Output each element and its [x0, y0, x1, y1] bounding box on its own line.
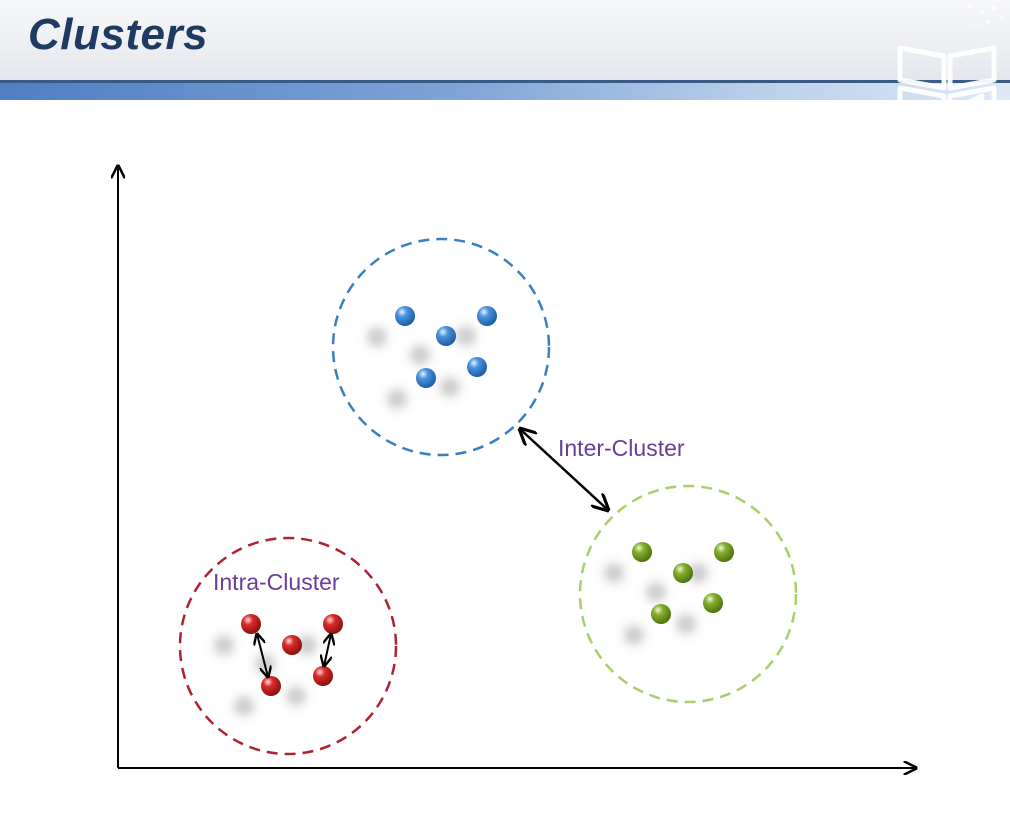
- cluster-red: [178, 536, 398, 756]
- data-point: [703, 593, 723, 613]
- slide-header: Clusters: [0, 0, 1010, 80]
- intra-cluster-label: Intra-Cluster: [213, 569, 340, 595]
- data-point: [673, 563, 693, 583]
- page-title: Clusters: [28, 10, 209, 59]
- header-divider: [0, 80, 1010, 83]
- point-shadows: [367, 326, 476, 409]
- intra-cluster-arrow: [257, 634, 268, 677]
- axes: [118, 166, 916, 768]
- cluster-green: [578, 484, 798, 704]
- cluster-boundary-red: [178, 536, 398, 756]
- data-point: [261, 676, 281, 696]
- data-point: [651, 604, 671, 624]
- data-point: [416, 368, 436, 388]
- data-point: [714, 542, 734, 562]
- inter-cluster-arrow: [520, 429, 608, 510]
- data-point: [436, 326, 456, 346]
- data-point: [241, 614, 261, 634]
- cluster-blue: [331, 237, 551, 457]
- data-point: [323, 614, 343, 634]
- cluster-boundary-blue: [331, 237, 551, 457]
- data-point: [467, 357, 487, 377]
- data-point: [632, 542, 652, 562]
- point-shadows: [604, 563, 708, 645]
- data-point: [313, 666, 333, 686]
- data-point: [395, 306, 415, 326]
- inter-cluster-label: Inter-Cluster: [558, 435, 685, 461]
- book-logo-icon: [897, 3, 1004, 129]
- cluster-boundary-green: [578, 484, 798, 704]
- intra-cluster-arrow: [324, 634, 331, 666]
- data-point: [477, 306, 497, 326]
- header-band: [0, 83, 1010, 100]
- data-point: [282, 635, 302, 655]
